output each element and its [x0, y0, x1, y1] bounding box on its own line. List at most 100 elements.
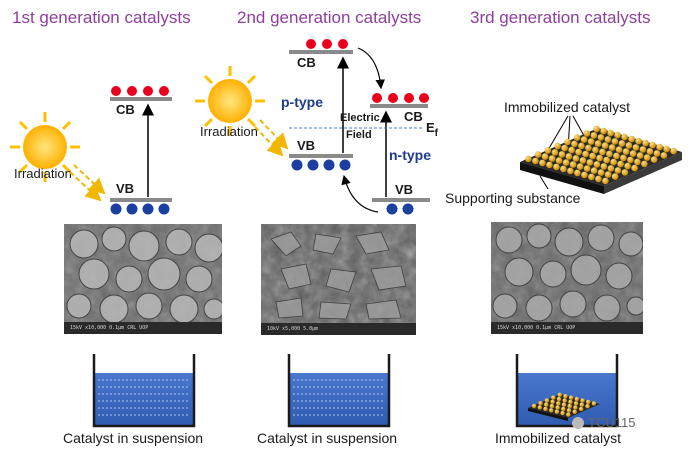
watermark-text: TCU115 — [588, 415, 636, 430]
vb-level-n-type — [372, 198, 430, 202]
catalyst-particle — [611, 173, 619, 180]
catalyst-particle — [602, 177, 609, 185]
catalyst-particle — [571, 140, 578, 148]
electrons-n-type — [372, 93, 429, 103]
catalyst-particle — [642, 139, 649, 147]
catalyst-particle — [590, 167, 598, 174]
catalyst-particle — [555, 157, 563, 164]
catalyst-particle — [607, 165, 615, 172]
catalyst-particle — [579, 157, 587, 164]
catalyst-particle — [567, 167, 574, 175]
catalyst-particle — [568, 399, 573, 405]
catalyst-particle — [567, 403, 572, 409]
sem-scale-bar: 10kV x5,000 5.0µm — [261, 323, 416, 335]
cb-label-n-type: CB — [404, 109, 423, 124]
sun-icon — [10, 112, 80, 182]
catalyst-particle — [549, 408, 554, 413]
catalyst-particle — [617, 160, 624, 168]
catalyst-particle — [541, 153, 549, 160]
sem-texture — [491, 222, 643, 322]
catalyst-particle — [581, 171, 588, 179]
catalyst-particle — [537, 405, 542, 410]
title-gen2: 2nd generation catalysts — [237, 8, 421, 27]
beaker-icon — [287, 354, 391, 428]
beaker-icon — [92, 354, 196, 428]
catalyst-particle — [582, 150, 589, 158]
catalyst-particle — [632, 144, 640, 151]
title-gen1: 1st generation catalysts — [12, 8, 191, 27]
watermark: TCU115 — [572, 415, 635, 430]
cb-label-gen1: CB — [116, 102, 135, 117]
catalyst-particle — [622, 148, 630, 155]
vb-label-gen1: VB — [116, 181, 134, 196]
electric-label: Electric — [340, 112, 380, 124]
catalyst-particle — [564, 138, 571, 146]
catalyst-particle — [565, 153, 573, 160]
catalyst-particle — [624, 162, 631, 170]
n-type-label: n-type — [389, 147, 431, 163]
hole-icon — [339, 159, 351, 171]
catalyst-particle — [560, 410, 565, 416]
caption-gen1: Catalyst in suspension — [63, 430, 203, 446]
vb-label-n-type: VB — [395, 182, 413, 197]
catalyst-particle — [554, 142, 561, 150]
catalyst-particle — [549, 403, 555, 409]
catalyst-particle — [593, 161, 601, 168]
catalyst-particle — [579, 402, 584, 407]
sem-texture — [64, 224, 222, 324]
immobilized-label-gen3: Immobilized catalyst — [504, 99, 630, 115]
catalyst-particle — [563, 394, 568, 399]
catalyst-particle — [587, 138, 595, 145]
hole-icon — [110, 203, 122, 215]
sun-icon — [195, 66, 265, 136]
catalyst-particle — [583, 165, 591, 172]
irradiation-rays-gen2 — [254, 119, 289, 157]
catalyst-particle — [555, 405, 560, 410]
catalyst-particle — [596, 154, 603, 162]
catalyst-particle — [558, 151, 566, 158]
catalyst-particle — [607, 129, 614, 137]
catalyst-particle — [600, 127, 607, 135]
catalyst-particle — [614, 167, 622, 174]
catalyst-particle — [629, 150, 637, 157]
catalyst-particle — [618, 140, 626, 147]
catalyst-particle — [575, 148, 582, 156]
catalyst-particle — [525, 155, 532, 163]
hole-icon — [158, 203, 170, 215]
vb-level-gen1 — [110, 198, 172, 202]
catalyst-particle — [639, 146, 647, 153]
catalyst-particle — [635, 137, 642, 145]
electron-icon — [419, 93, 429, 103]
catalyst-particle — [538, 401, 543, 406]
catalyst-particle — [578, 406, 584, 412]
sem-image-gen3: 15kV x10,000 0.1µm CRL UOP — [491, 222, 643, 334]
catalyst-particle — [560, 165, 567, 173]
catalyst-particle — [550, 399, 555, 404]
electron-icon — [127, 86, 137, 96]
catalyst-particle — [562, 398, 567, 403]
catalyst-particle — [573, 405, 578, 410]
catalyst-particle — [593, 125, 600, 133]
catalyst-particle — [590, 132, 598, 139]
catalyst-particle — [539, 159, 546, 167]
electrons-gen1 — [111, 86, 169, 96]
hole-icon — [386, 203, 398, 215]
catalyst-particle — [556, 396, 562, 402]
catalyst-particle — [604, 171, 612, 178]
catalyst-particle — [621, 169, 629, 176]
supported-catalyst-plate — [520, 125, 682, 194]
field-label: Field — [346, 129, 372, 141]
catalyst-particle — [572, 409, 577, 414]
catalyst-particle — [649, 141, 656, 149]
cb-level-n-type — [370, 104, 428, 108]
catalyst-particle — [546, 161, 553, 169]
cb-level-p-type — [289, 50, 353, 54]
catalyst-particle — [574, 169, 581, 177]
vb-label-p-type: VB — [297, 138, 315, 153]
catalyst-particle — [670, 147, 677, 155]
catalyst-particle — [556, 401, 561, 406]
catalyst-particle — [572, 155, 580, 162]
catalyst-particle — [615, 146, 623, 153]
catalyst-particle — [561, 144, 568, 152]
hole-icon — [323, 159, 335, 171]
